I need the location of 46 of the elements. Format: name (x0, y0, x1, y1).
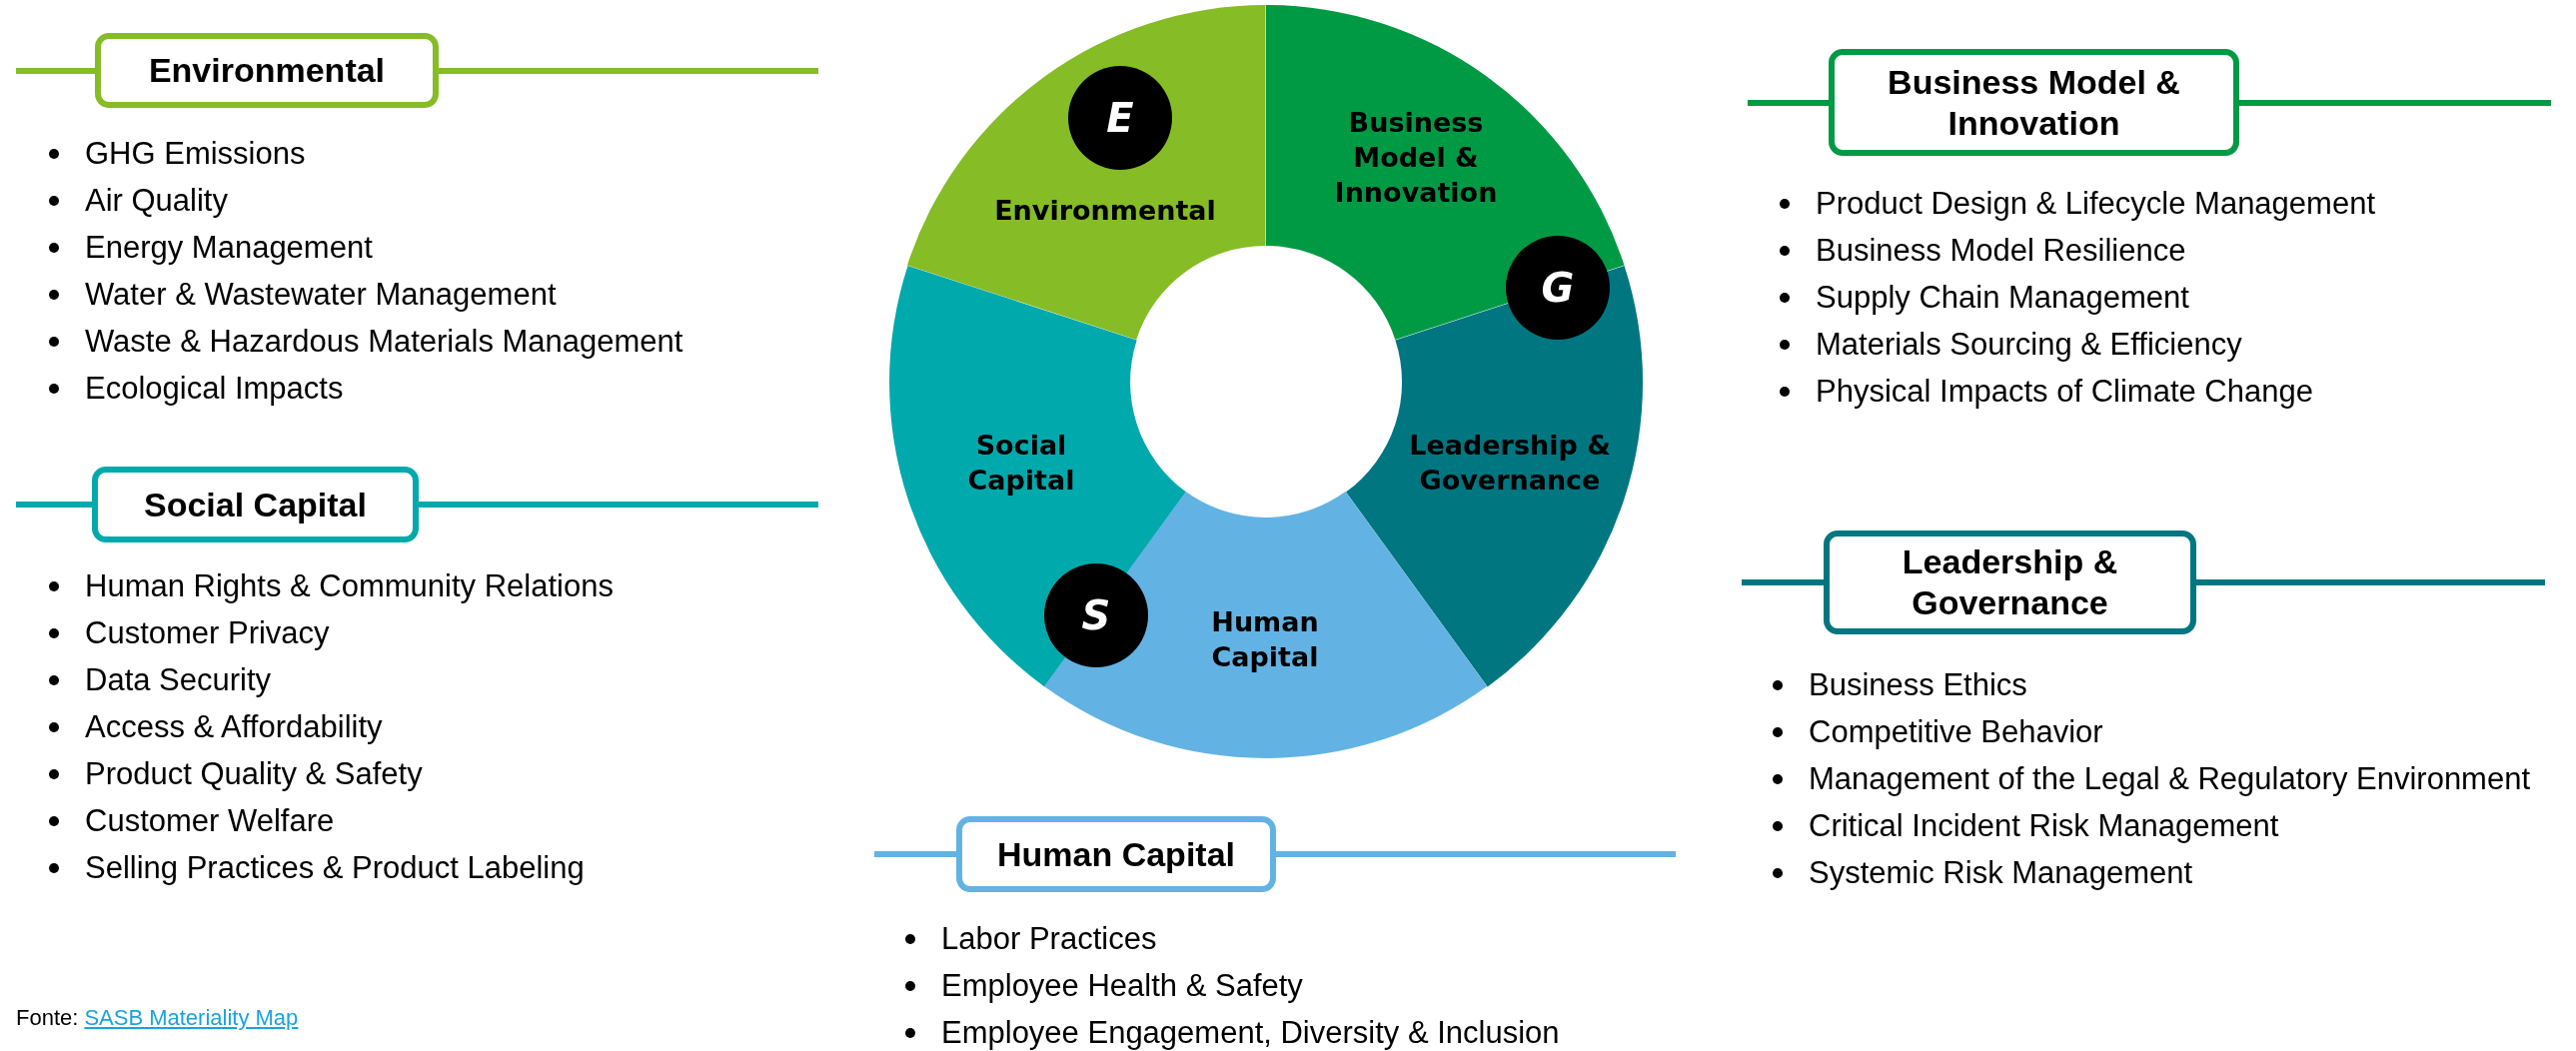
segment-label: Environmental (993, 194, 1217, 229)
category-header-box (956, 816, 1276, 892)
bullet-item: GHG Emissions (85, 136, 306, 171)
source-link: SASB Materiality Map (84, 1005, 299, 1031)
bullet-item: Data Security (85, 662, 272, 697)
bullet-item: Physical Impacts of Climate Change (1816, 374, 2313, 409)
bullet-item: Energy Management (85, 230, 373, 265)
bullet-item: Employee Health & Safety (941, 968, 1303, 1003)
category-header-box (1829, 49, 2239, 156)
bullet-item: Access & Affordability (85, 709, 383, 744)
bullet-item: Product Design & Lifecycle Management (1816, 186, 2375, 221)
header-text: Leadership & Governance (1901, 541, 2119, 623)
bullet-item: Supply Chain Management (1816, 280, 2189, 315)
bullet-item: Competitive Behavior (1809, 714, 2103, 749)
segment-label: Human Capital (1210, 604, 1320, 674)
bullet-item: Human Rights & Community Relations (85, 568, 614, 603)
bullet-item: Customer Privacy (85, 615, 330, 650)
donut-segment (889, 265, 1187, 686)
donut-segment (907, 5, 1266, 340)
segment-label: Business Model & Innovation (1333, 106, 1499, 211)
category-header-box (95, 33, 439, 108)
bullet-item: Materials Sourcing & Efficiency (1816, 327, 2242, 362)
bullet-item: Critical Incident Risk Management (1809, 808, 2279, 843)
bullet-item: Selling Practices & Product Labeling (85, 850, 585, 885)
bullet-item: Water & Wastewater Management (85, 277, 557, 312)
header-text: Human Capital (995, 833, 1236, 875)
bullet-item: Waste & Hazardous Materials Management (85, 324, 683, 359)
category-header-box (1824, 530, 2196, 634)
bullet-item: Product Quality & Safety (85, 756, 423, 791)
segment-label: Social Capital (966, 428, 1076, 498)
header-text: Business Model & Innovation (1887, 61, 2181, 144)
bullet-item: Customer Welfare (85, 803, 335, 838)
bullet-item: Employee Engagement, Diversity & Inclusion (941, 1015, 1560, 1050)
bullet-item: Air Quality (85, 183, 228, 218)
bullet-item: Business Ethics (1809, 667, 2027, 702)
bullet-item: Ecological Impacts (85, 371, 344, 406)
bullet-item: Labor Practices (941, 921, 1157, 956)
source-label: Fonte: (16, 1005, 79, 1031)
category-header-box (92, 467, 419, 542)
segment-label: Leadership & Governance (1408, 428, 1612, 498)
header-text: Environmental (147, 50, 387, 91)
bullet-item: Business Model Resilience (1816, 233, 2186, 268)
header-text: Social Capital (143, 484, 368, 526)
bullet-item: Management of the Legal & Regulatory Environment (1809, 761, 2531, 796)
donut-segment (1345, 265, 1643, 686)
bullet-item: Systemic Risk Management (1809, 855, 2193, 890)
